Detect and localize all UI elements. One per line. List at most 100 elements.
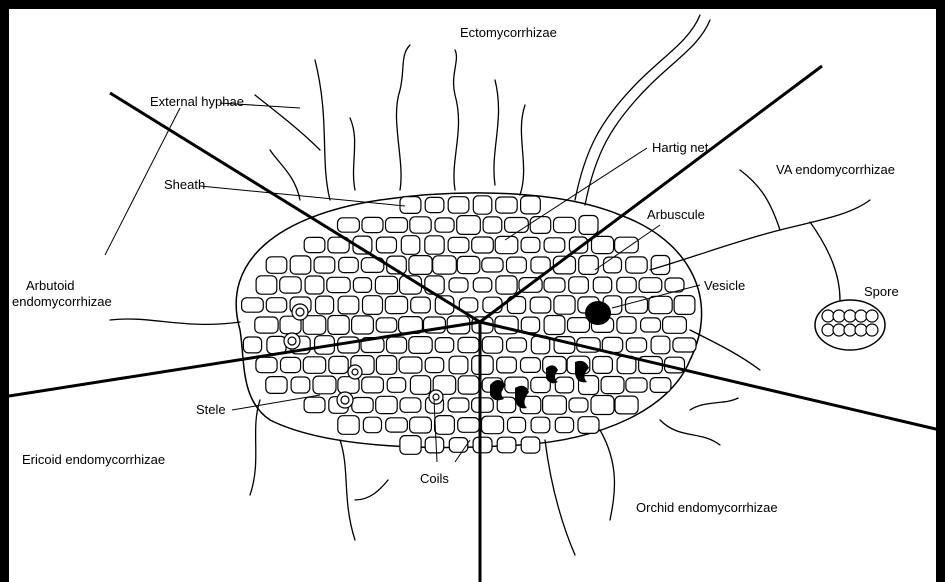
spore-cell (844, 324, 856, 336)
cortex-cell (410, 376, 430, 395)
label-ericoid-endomycorrhizae: Ericoid endomycorrhizae (22, 452, 165, 467)
cortex-cell (458, 418, 480, 433)
cortex-cell (457, 256, 480, 273)
cortex-cell (674, 296, 695, 315)
cortex-cell (530, 217, 551, 234)
label-ectomycorrhizae: Ectomycorrhizae (460, 25, 557, 40)
cortex-cell (544, 278, 565, 292)
cortex-cell (425, 437, 444, 453)
cortex-cell (281, 357, 301, 372)
cortex-cell (400, 436, 421, 455)
cortex-cell (457, 216, 481, 235)
cortex-cell (604, 257, 622, 273)
spore-cell (866, 324, 878, 336)
label-va-endomycorrhizae: VA endomycorrhizae (776, 162, 895, 177)
spore-cell (822, 324, 834, 336)
cortex-cell (303, 357, 325, 374)
cortex-cell (386, 418, 408, 432)
cortex-cell (387, 378, 406, 393)
label-external-hyphae: External hyphae (150, 94, 244, 109)
cortex-cell (507, 257, 527, 273)
cortex-cell (458, 376, 479, 394)
cortex-cell (473, 196, 492, 214)
cortex-cell (409, 256, 432, 275)
cortex-cell (508, 417, 526, 432)
cortex-cell (448, 197, 469, 214)
cortex-cell (568, 318, 590, 333)
label-stele: Stele (196, 402, 226, 417)
cortex-cell (385, 296, 407, 313)
cortex-cell (376, 356, 396, 375)
cortex-cell (362, 377, 384, 393)
cortex-cell (521, 196, 541, 214)
cortex-cell (435, 338, 454, 353)
cortex-cell (304, 397, 325, 413)
spore-cell (866, 310, 878, 322)
cortex-cell (256, 276, 277, 294)
cortex-cell (482, 337, 502, 354)
cortex-cell (267, 336, 286, 353)
cortex-cell (473, 278, 492, 292)
cortex-cell (482, 258, 503, 272)
cortex-cell (328, 316, 349, 335)
cortex-cell (280, 277, 302, 293)
mycorrhizae-diagram: Ectomycorrhizae External hyphae Hartig n… (9, 9, 936, 582)
cortex-cell (387, 337, 407, 353)
cortex-cell (425, 358, 444, 373)
cortex-cell (472, 356, 494, 375)
cortex-cell (400, 197, 421, 214)
cortex-cell (411, 297, 431, 313)
cortex-cell (353, 278, 371, 293)
cortex-cell (482, 416, 504, 434)
cortex-cell (579, 216, 598, 235)
cortex-cell (593, 277, 611, 293)
cortex-cell (435, 416, 455, 435)
cortex-cell (651, 336, 670, 354)
cortex-cell (401, 236, 420, 255)
cortex-cell (663, 317, 687, 334)
cortex-cell (243, 337, 261, 353)
spore-cell (855, 324, 867, 336)
cortex-cell (266, 298, 286, 313)
cortex-cell (521, 358, 541, 373)
label-orchid-endomycorrhizae: Orchid endomycorrhizae (636, 500, 778, 515)
spore-cell (822, 310, 834, 322)
cortex-cell (375, 276, 397, 294)
cortex-cell (626, 378, 647, 392)
cortex-cell (601, 377, 624, 394)
cortex-cell (555, 417, 573, 432)
label-arbutoid-line2: endomycorrhizae (12, 294, 112, 309)
cortex-cell (338, 296, 359, 314)
cortex-cell (314, 257, 335, 273)
cortex-cell (448, 398, 469, 412)
cortex-cell (376, 396, 398, 413)
cortex-cell (507, 338, 527, 352)
spore-cell (855, 310, 867, 322)
cortex-cell (338, 218, 360, 232)
cortex-cell (531, 417, 550, 433)
cortex-cell (316, 296, 334, 314)
cortex-cell (650, 378, 671, 393)
cortex-cell (641, 318, 661, 332)
cortex-cell (497, 357, 517, 373)
cortex-cell (496, 197, 518, 213)
cortex-cell (473, 437, 492, 453)
cortex-cell (521, 437, 540, 453)
cortex-cell (483, 217, 502, 233)
cortex-cell (472, 237, 494, 253)
cortex-cell (554, 296, 575, 315)
cortex-cell (313, 376, 336, 394)
label-sheath: Sheath (164, 177, 205, 192)
cortex-cell (505, 218, 529, 233)
cortex-cell (543, 396, 567, 414)
cortex-cell (435, 218, 454, 232)
cortex-cell (399, 357, 422, 373)
cortex-cell (305, 276, 324, 294)
cortex-cell (617, 277, 636, 293)
cortex-cell (329, 356, 348, 373)
cortex-cell (400, 398, 421, 413)
cortex-cell (554, 217, 576, 232)
label-spore: Spore (864, 284, 899, 299)
cortex-cell (521, 317, 539, 333)
cortex-cell (386, 218, 408, 233)
